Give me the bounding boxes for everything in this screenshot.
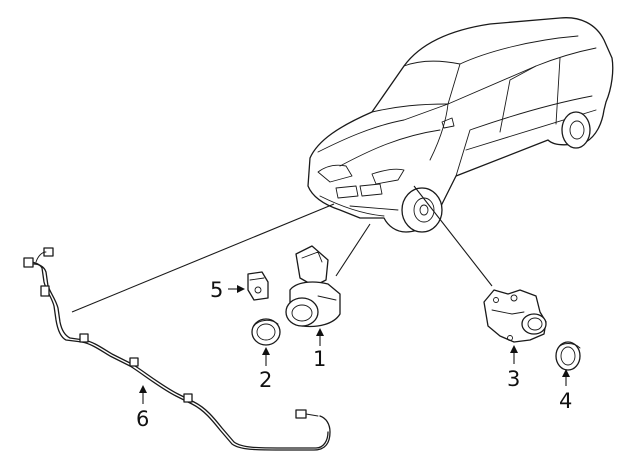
sensor-bracket[interactable] xyxy=(483,289,547,343)
bracket-ring[interactable] xyxy=(555,341,581,371)
leader-to-bracket xyxy=(413,185,493,287)
callout-4: 4 xyxy=(559,389,572,413)
sensor-ring[interactable] xyxy=(251,318,281,346)
wiring-harness[interactable] xyxy=(23,247,331,451)
vehicle-illustration xyxy=(307,17,614,233)
callout-5: 5 xyxy=(210,278,223,302)
parking-sensor[interactable] xyxy=(285,245,341,328)
callout-6: 6 xyxy=(136,407,149,431)
leader-to-harness xyxy=(71,203,335,313)
sensor-clip[interactable] xyxy=(247,271,269,301)
callout-2: 2 xyxy=(259,368,272,392)
callout-3: 3 xyxy=(507,367,520,391)
callout-1: 1 xyxy=(313,347,326,371)
leader-to-sensor xyxy=(335,223,371,277)
